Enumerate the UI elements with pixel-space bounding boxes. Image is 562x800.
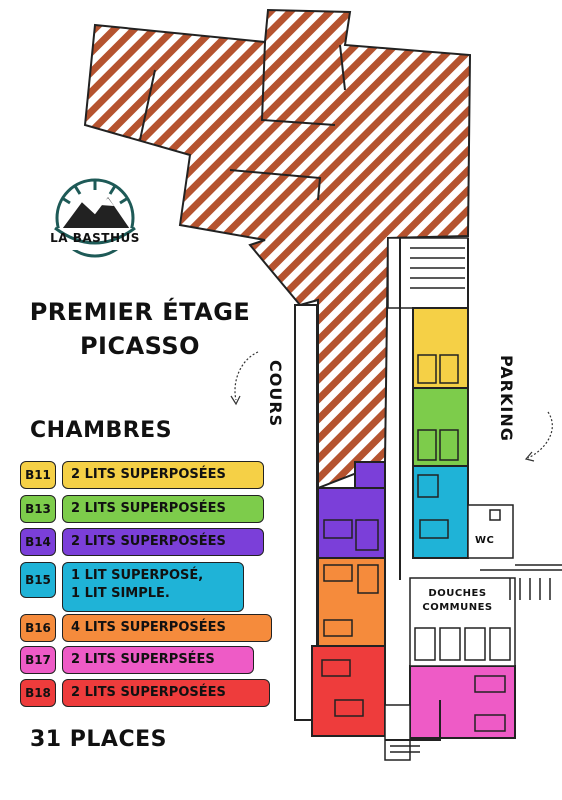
corridor	[385, 238, 469, 741]
room-desc: 2 LITS SUPERPOSÉES	[62, 495, 264, 523]
floor-title: PREMIER ÉTAGE	[29, 298, 251, 326]
room-b11	[412, 307, 469, 389]
room-desc: 2 LITS SUPERPOSÉES	[62, 528, 264, 556]
building-walls	[139, 41, 346, 201]
wc-label: WC	[475, 535, 495, 546]
room-b16	[317, 557, 386, 647]
room-desc: 2 LITS SUPERPOSÉES	[62, 461, 264, 489]
room-b17	[409, 665, 516, 739]
room-b18	[311, 645, 386, 737]
curved-arrows	[234, 351, 553, 459]
room-code: B15	[20, 562, 56, 598]
floor-subtitle: PICASSO	[79, 332, 201, 360]
total-places: 31 PLACES	[30, 727, 167, 752]
room-desc: 2 LITS SUPERPOSÉES	[62, 679, 270, 707]
room-code: B17	[20, 646, 56, 674]
room-desc: 4 LITS SUPERPOSÉES	[62, 614, 272, 642]
logo-text: LA BASTHUS	[50, 231, 140, 245]
room-b15	[412, 465, 469, 559]
douches-area	[409, 577, 516, 667]
room-b14	[317, 461, 386, 559]
rooms-title: CHAMBRES	[30, 418, 173, 443]
stair-right	[480, 564, 562, 600]
room-b13	[412, 387, 469, 467]
room-code: B14	[20, 528, 56, 556]
cours-label: COURS	[266, 360, 285, 428]
wc-area	[467, 504, 514, 559]
room-code: B16	[20, 614, 56, 642]
logo	[50, 178, 140, 258]
douches-label: DOUCHES COMMUNES	[422, 588, 493, 613]
room-desc: 2 LITS SUPERPSÉES	[62, 646, 254, 674]
room-desc: 1 LIT SUPERPOSÉ,1 LIT SIMPLE.	[62, 562, 244, 612]
room-code: B11	[20, 461, 56, 489]
hatched-building	[83, 8, 472, 490]
room-code: B18	[20, 679, 56, 707]
stair-bottom	[384, 704, 420, 761]
parking-label: PARKING	[497, 355, 516, 442]
room-code: B13	[20, 495, 56, 523]
